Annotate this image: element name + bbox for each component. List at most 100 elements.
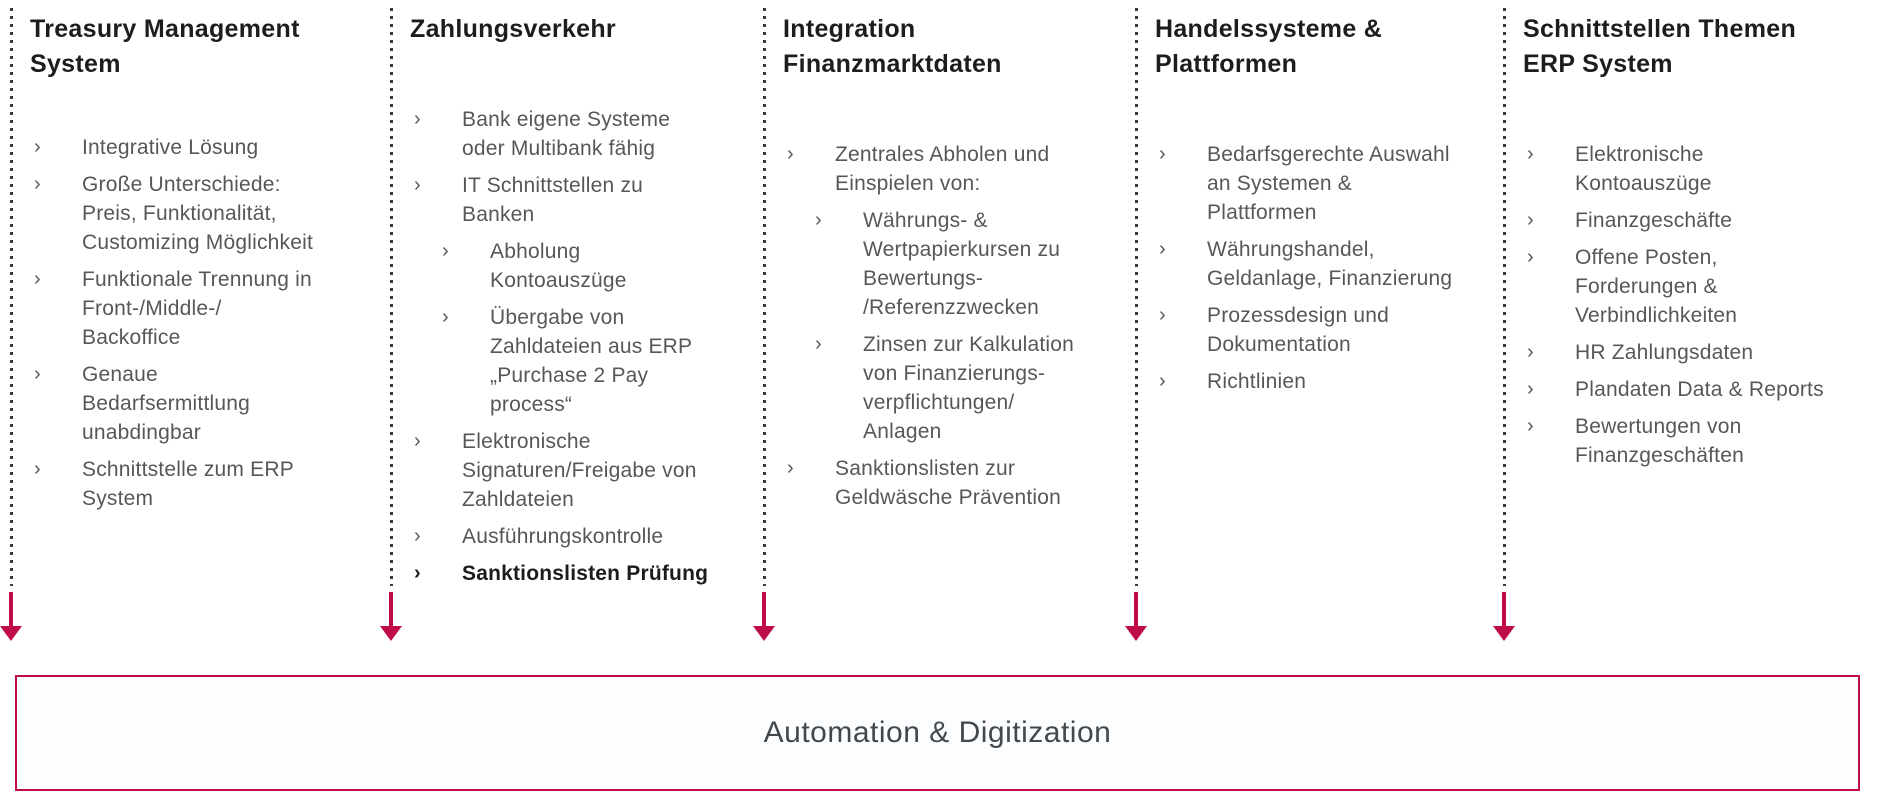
bullet-item: › Genaue Bedarfsermittlung unabdingbar bbox=[30, 360, 340, 447]
bullet-item: › Ausführungskontrolle bbox=[410, 522, 710, 551]
topic-column-zahlungsverkehr: Zahlungsverkehr › Bank eigene Systeme ode… bbox=[410, 12, 710, 596]
bullet-item: › Finanzgeschäfte bbox=[1523, 206, 1873, 235]
bullet-text: Genaue Bedarfsermittlung unabdingbar bbox=[82, 363, 250, 444]
bullet-item: › Prozessdesign und Dokumentation bbox=[1155, 301, 1485, 359]
bullet-text: Schnittstelle zum ERP System bbox=[82, 458, 294, 510]
bullet-text: Integrative Lösung bbox=[82, 136, 259, 159]
chevron-bullet-icon: › bbox=[34, 136, 41, 158]
bullet-text: Abholung Kontoauszüge bbox=[490, 240, 627, 292]
topic-column-finanzmarktdaten: Integration Finanzmarktdaten ›Zentrales … bbox=[783, 12, 1103, 520]
bullet-text: Offene Posten, Forderungen & Verbindlich… bbox=[1575, 246, 1738, 327]
dotted-separator bbox=[1503, 8, 1506, 586]
bullet-text: Zinsen zur Kalkulation von Finanzierungs… bbox=[863, 333, 1075, 443]
bullet-text: Elektronische Signaturen/Freigabe von Za… bbox=[462, 430, 697, 511]
bullet-item: › Zentrales Abholen und Einspielen von: bbox=[783, 140, 1103, 198]
chevron-bullet-icon: › bbox=[414, 525, 421, 547]
down-arrow-icon bbox=[1493, 592, 1515, 641]
bullet-text: IT Schnittstellen zu Banken bbox=[462, 174, 644, 226]
bullet-text: Prozessdesign und Dokumentation bbox=[1207, 304, 1390, 356]
bullet-item: › Elektronische Kontoauszüge bbox=[1523, 140, 1873, 198]
chevron-bullet-icon: › bbox=[1527, 415, 1534, 437]
bullet-text: Bewertungen von Finanzgeschäften bbox=[1575, 415, 1744, 467]
automation-digitization-banner: Automation & Digitization bbox=[15, 675, 1860, 791]
bullet-list: › Zentrales Abholen und Einspielen von: › W… bbox=[783, 140, 1103, 512]
bullet-item: › Abholung Kontoauszüge bbox=[410, 237, 710, 295]
down-arrow-icon bbox=[380, 592, 402, 641]
bullet-item: › IT Schnittstellen zu Banken bbox=[410, 171, 710, 229]
banner-label: Automation & Digitization bbox=[763, 716, 1112, 749]
bullet-item: › Sanktionslisten zur Geldwäsche Präventi… bbox=[783, 454, 1103, 512]
topic-column-handelssysteme: Handelssysteme & Plattformen › Bedarfsger… bbox=[1155, 12, 1485, 404]
down-arrow-icon bbox=[753, 592, 775, 641]
bullet-item: › Bank eigene Systeme oder Multibank fähi… bbox=[410, 105, 710, 163]
chevron-bullet-icon: › bbox=[1527, 378, 1534, 400]
chevron-bullet-icon: › bbox=[815, 333, 822, 355]
bullet-item: › Zinsen zur Kalkulation von Finanzierung… bbox=[783, 330, 1103, 446]
chevron-bullet-icon: › bbox=[787, 457, 794, 479]
bullet-text: Sanktionslisten zur Geldwäsche Präventio… bbox=[835, 457, 1061, 509]
bullet-text: Richtlinien bbox=[1207, 370, 1307, 393]
bullet-text: Plandaten Data & Reports bbox=[1575, 378, 1824, 401]
column-title: Zahlungsverkehr bbox=[410, 15, 616, 43]
chevron-bullet-icon: › bbox=[1527, 143, 1534, 165]
chevron-bullet-icon: › bbox=[34, 268, 41, 290]
bullet-text: Elektronische Kontoauszüge bbox=[1575, 143, 1712, 195]
chevron-bullet-icon: › bbox=[787, 143, 794, 165]
bullet-text: Übergabe von Zahldateien aus ERP „Purcha… bbox=[490, 306, 693, 416]
bullet-text: HR Zahlungsdaten bbox=[1575, 341, 1754, 364]
bullet-item: › Schnittstelle zum ERP System bbox=[30, 455, 340, 513]
down-arrow-icon bbox=[1125, 592, 1147, 641]
dotted-separator bbox=[390, 8, 393, 586]
bullet-item: ›Große Unterschiede: Preis, Funktionalit… bbox=[30, 170, 340, 257]
bullet-item: › Bewertungen von Finanzgeschäften bbox=[1523, 412, 1873, 470]
chevron-bullet-icon: › bbox=[34, 458, 41, 480]
bullet-list: › Bedarfsgerechte Auswahl an Systemen & P… bbox=[1155, 140, 1485, 396]
bullet-text: Finanzgeschäfte bbox=[1575, 209, 1733, 232]
bullet-text: Große Unterschiede: Preis, Funktionalitä… bbox=[82, 173, 314, 254]
chevron-bullet-icon: › bbox=[442, 306, 449, 328]
chevron-bullet-icon: › bbox=[34, 363, 41, 385]
bullet-list: › Bank eigene Systeme oder Multibank fähi… bbox=[410, 105, 710, 588]
bullet-item: › Bedarfsgerechte Auswahl an Systemen & P… bbox=[1155, 140, 1485, 227]
column-title: Handelssysteme & Plattformen bbox=[1155, 15, 1383, 78]
bullet-item: › Elektronische Signaturen/Freigabe von Z… bbox=[410, 427, 710, 514]
topic-column-treasury-management: Treasury Management System › Integrative … bbox=[30, 12, 340, 521]
bullet-item: › Übergabe von Zahldateien aus ERP „Purch… bbox=[410, 303, 710, 419]
down-arrow-icon bbox=[0, 592, 22, 641]
bullet-text: Ausführungskontrolle bbox=[462, 525, 664, 548]
chevron-bullet-icon: › bbox=[414, 430, 421, 452]
chevron-bullet-icon: › bbox=[414, 562, 421, 584]
bullet-item: ›Sanktionslisten Prüfung bbox=[410, 559, 710, 588]
bullet-text: Funktionale Trennung in Front-/Middle-/ … bbox=[82, 268, 312, 349]
topic-column-schnittstellen-erp: Schnittstellen Themen ERP System › Elektr… bbox=[1523, 12, 1873, 478]
bullet-item: › Offene Posten, Forderungen & Verbindlic… bbox=[1523, 243, 1873, 330]
chevron-bullet-icon: › bbox=[1159, 370, 1166, 392]
bullet-list: › Elektronische Kontoauszüge › Finanzgeschä… bbox=[1523, 140, 1873, 470]
chevron-bullet-icon: › bbox=[1527, 341, 1534, 363]
dotted-separator bbox=[763, 8, 766, 586]
bullet-text: Zentrales Abholen und Einspielen von: bbox=[835, 143, 1050, 195]
chevron-bullet-icon: › bbox=[414, 108, 421, 130]
bullet-item: › Funktionale Trennung in Front-/Middle-/… bbox=[30, 265, 340, 352]
chevron-bullet-icon: › bbox=[442, 240, 449, 262]
bullet-item: › Währungshandel, Geldanlage, Finanzierun… bbox=[1155, 235, 1485, 293]
bullet-item: › Integrative Lösung bbox=[30, 133, 340, 162]
bullet-item: › Plandaten Data & Reports bbox=[1523, 375, 1873, 404]
bullet-text: Währungs- & Wertpapierkursen zu Bewertun… bbox=[863, 209, 1061, 319]
chevron-bullet-icon: › bbox=[1159, 143, 1166, 165]
chevron-bullet-icon: › bbox=[414, 174, 421, 196]
dotted-separator bbox=[10, 8, 13, 586]
bullet-item: › Richtlinien bbox=[1155, 367, 1485, 396]
chevron-bullet-icon: › bbox=[1527, 246, 1534, 268]
column-title: Treasury Management System bbox=[30, 15, 300, 78]
chevron-bullet-icon: › bbox=[815, 209, 822, 231]
bullet-text: Bank eigene Systeme oder Multibank fähig bbox=[462, 108, 671, 160]
bullet-text: Bedarfsgerechte Auswahl an Systemen & Pl… bbox=[1207, 143, 1450, 224]
bullet-list: ›Integrative Lösung›Große Unterschiede: … bbox=[30, 133, 340, 513]
bullet-item: › HR Zahlungsdaten bbox=[1523, 338, 1873, 367]
chevron-bullet-icon: › bbox=[1159, 238, 1166, 260]
bullet-text: Währungshandel, Geldanlage, Finanzierung bbox=[1207, 238, 1453, 290]
chevron-bullet-icon: › bbox=[1527, 209, 1534, 231]
column-title: Schnittstellen Themen ERP System bbox=[1523, 15, 1797, 78]
chevron-bullet-icon: › bbox=[1159, 304, 1166, 326]
